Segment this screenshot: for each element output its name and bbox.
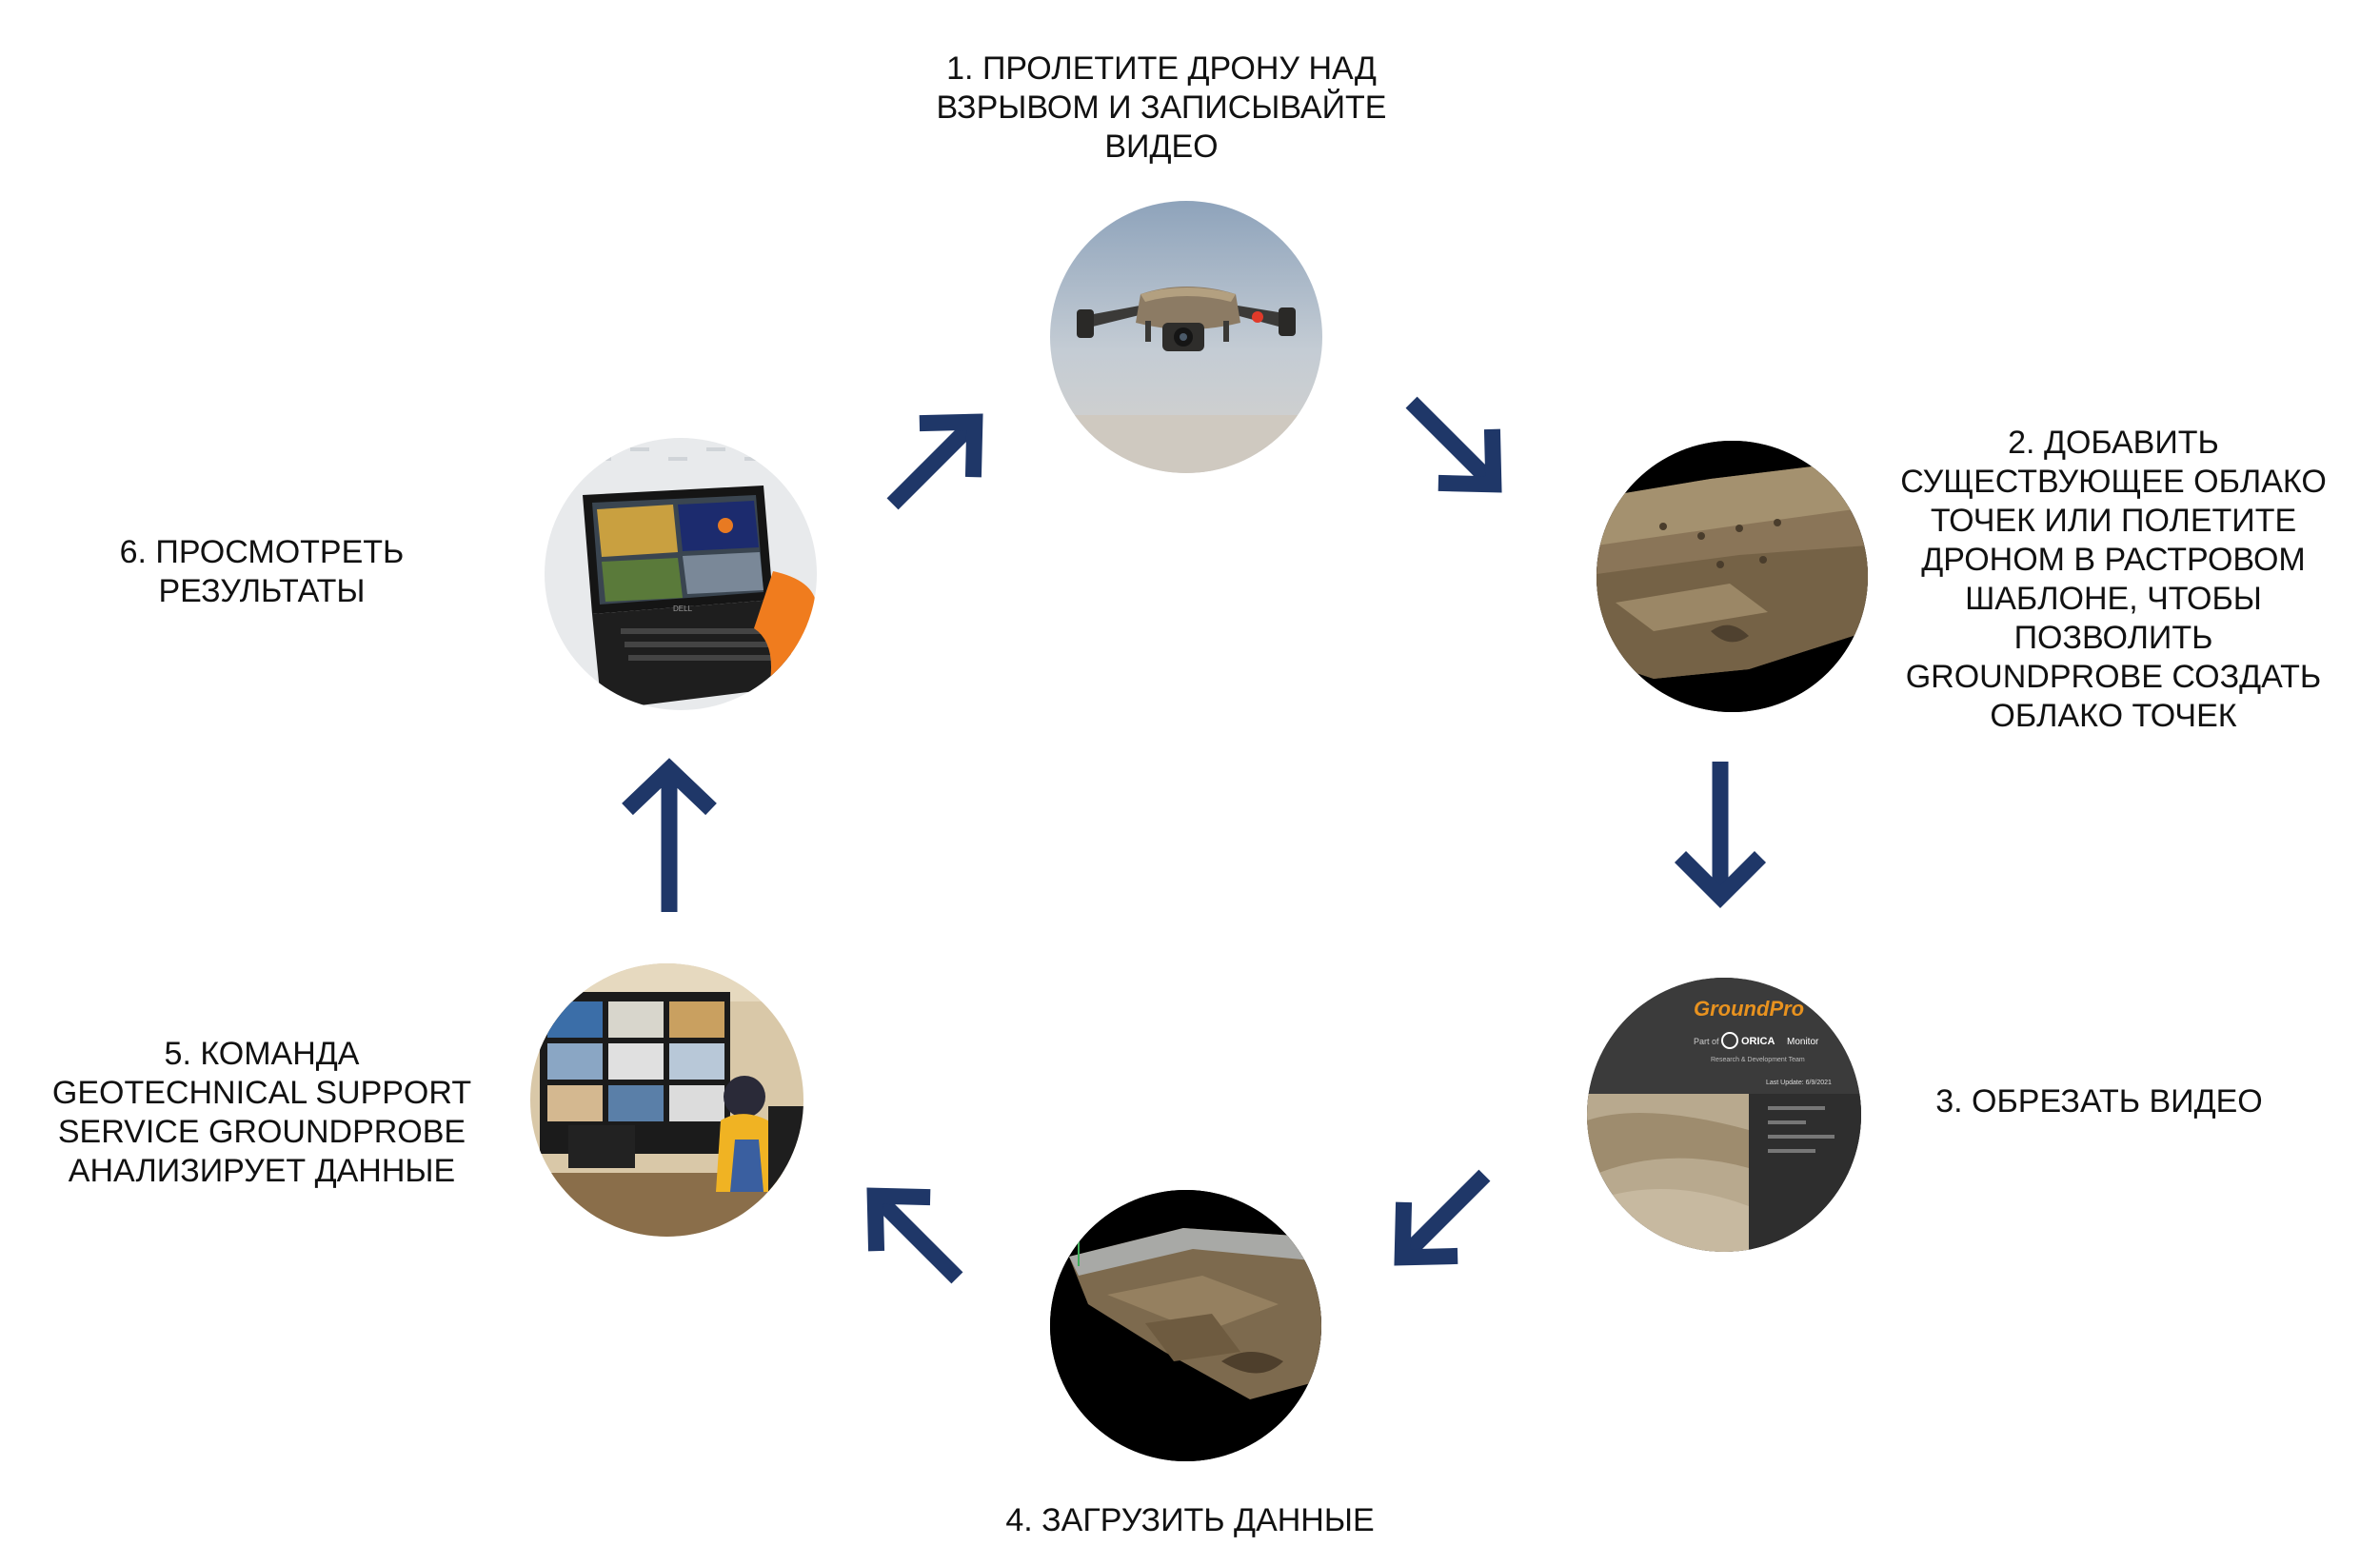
- arrow-6-to-1: [857, 387, 1009, 540]
- step-1-label: 1. ПРОЛЕТИТЕ ДРОНУ НАД ВЗРЫВОМ И ЗАПИСЫВ…: [936, 50, 1387, 165]
- groundprobe-logo: GroundPro: [1694, 997, 1804, 1021]
- monitor-screen-icon: GroundPro Part of ORICA Monitor Research…: [1587, 978, 1861, 1252]
- laptop-icon: DELL: [545, 438, 817, 710]
- point-cloud-photo: [1597, 441, 1868, 712]
- terrain-icon: [1050, 1190, 1321, 1461]
- arrow-down-left-icon: [1394, 1169, 1491, 1266]
- svg-text:Last Update: 6/9/2021: Last Update: 6/9/2021: [1766, 1080, 1832, 1086]
- arrow-up-right-icon: [886, 413, 983, 510]
- svg-text:DELL: DELL: [673, 605, 693, 613]
- step-3-label: 3. ОБРЕЗАТЬ ВИДЕО: [1935, 1083, 2263, 1120]
- control-room-icon: [530, 963, 803, 1237]
- control-room-photo: [530, 963, 803, 1237]
- terrain-model: [1050, 1190, 1321, 1461]
- step-5-label: 5. КОМАНДА GEOTECHNICAL SUPPORT SERVICE …: [51, 1036, 472, 1189]
- laptop-photo: DELL: [545, 438, 817, 710]
- drone-photo: [1050, 201, 1322, 473]
- arrow-up-icon: [622, 758, 717, 912]
- arrow-down-right-icon: [1405, 396, 1502, 493]
- arrow-1-to-2: [1376, 367, 1528, 519]
- step-4-label: 4. ЗАГРУЗИТЬ ДАННЫЕ: [1005, 1502, 1375, 1538]
- arrow-5-to-6: [593, 758, 745, 914]
- svg-text:Research & Development Team: Research & Development Team: [1711, 1057, 1805, 1063]
- svg-text:ORICA: ORICA: [1741, 1036, 1775, 1047]
- arrow-4-to-5: [841, 1161, 993, 1314]
- drone-icon: [1050, 201, 1322, 473]
- arrow-3-to-4: [1368, 1140, 1520, 1292]
- svg-text:Monitor: Monitor: [1787, 1037, 1819, 1047]
- step-6-label: 6. ПРОСМОТРЕТЬ РЕЗУЛЬТАТЫ: [119, 534, 405, 609]
- arrow-2-to-3: [1644, 752, 1796, 909]
- svg-text:Part of: Part of: [1694, 1037, 1719, 1046]
- software-screenshot: GroundPro Part of ORICA Monitor Research…: [1587, 978, 1861, 1252]
- step-2-label: 2. ДОБАВИТЬ СУЩЕСТВУЮЩЕЕ ОБЛАКО ТОЧЕК ИЛ…: [1900, 425, 2327, 734]
- arrow-down-icon: [1674, 762, 1767, 909]
- point-cloud-icon: [1597, 441, 1868, 712]
- arrow-up-left-icon: [866, 1187, 963, 1284]
